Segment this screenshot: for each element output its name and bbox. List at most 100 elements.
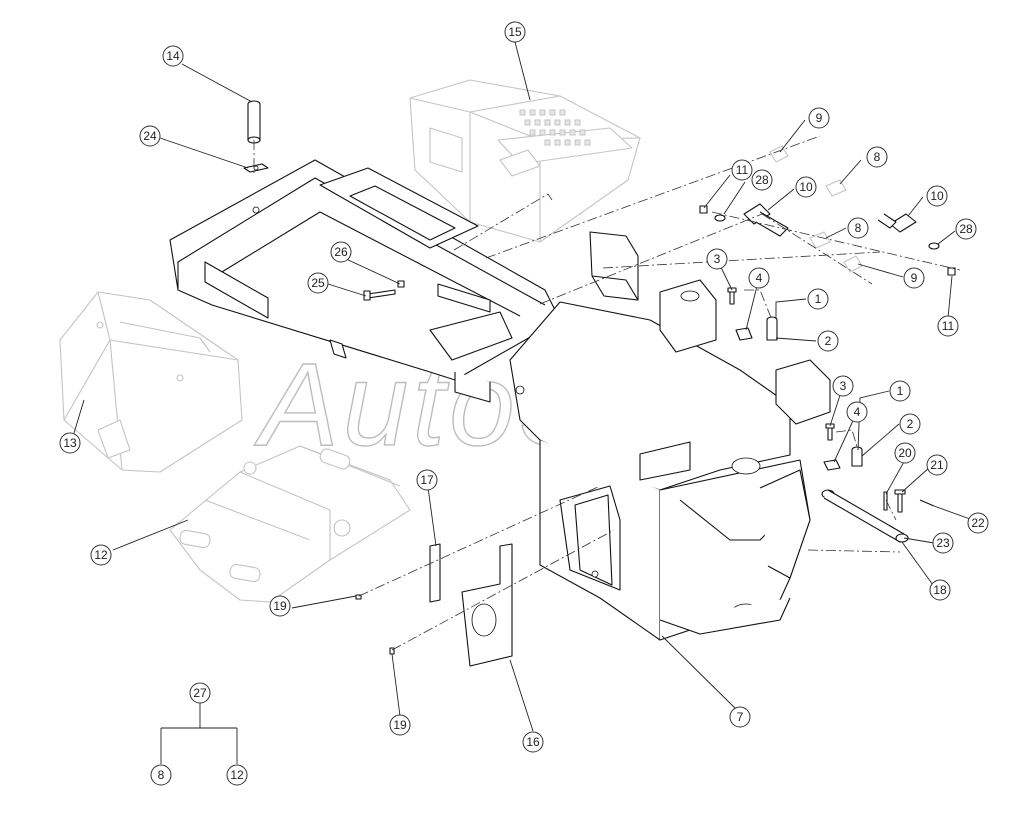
callout-11a: 11 bbox=[731, 159, 753, 181]
callout-7: 7 bbox=[729, 706, 751, 728]
callout-4a: 4 bbox=[748, 267, 770, 289]
washer-28b bbox=[928, 242, 940, 250]
svg-text:8: 8 bbox=[158, 768, 165, 782]
callout-14: 14 bbox=[162, 45, 184, 67]
callout-19a: 19 bbox=[269, 595, 291, 617]
nut-26 bbox=[397, 280, 405, 288]
svg-text:17: 17 bbox=[420, 473, 434, 487]
callout-23: 23 bbox=[932, 532, 954, 554]
svg-text:28: 28 bbox=[959, 222, 973, 236]
callout-8a: 8 bbox=[866, 146, 888, 168]
svg-text:24: 24 bbox=[143, 129, 157, 143]
svg-text:10: 10 bbox=[930, 189, 944, 203]
svg-text:26: 26 bbox=[334, 245, 348, 259]
svg-text:2: 2 bbox=[907, 417, 914, 431]
callouts: 1 1 2 2 3 3 4 4 7 8 8 8 9 9 10 10 11 11 … bbox=[59, 21, 989, 786]
bolt-25 bbox=[363, 289, 396, 301]
callout-2a: 2 bbox=[817, 330, 839, 352]
callout-21: 21 bbox=[926, 454, 948, 476]
cotter-22 bbox=[919, 499, 935, 507]
callout-24: 24 bbox=[139, 125, 161, 147]
svg-text:11: 11 bbox=[736, 163, 749, 177]
svg-text:12: 12 bbox=[230, 768, 244, 782]
svg-text:3: 3 bbox=[714, 252, 721, 266]
callout-26: 26 bbox=[330, 241, 352, 263]
assembly-lines bbox=[253, 135, 961, 651]
main-frame bbox=[169, 159, 831, 641]
callout-25: 25 bbox=[307, 272, 329, 294]
callout-16: 16 bbox=[522, 731, 544, 753]
bushing-1b bbox=[851, 446, 863, 467]
callout-19b: 19 bbox=[389, 714, 411, 736]
svg-text:1: 1 bbox=[815, 292, 822, 306]
bolt-19a bbox=[355, 594, 362, 600]
nut-11b bbox=[947, 267, 956, 276]
svg-text:15: 15 bbox=[508, 25, 522, 39]
cover-16 bbox=[461, 543, 513, 667]
bolt-3a bbox=[727, 287, 737, 305]
svg-text:12: 12 bbox=[94, 548, 108, 562]
callout-1a: 1 bbox=[807, 288, 829, 310]
callout-11b: 11 bbox=[937, 315, 959, 337]
callout-17: 17 bbox=[416, 469, 438, 491]
pin-10b bbox=[877, 213, 917, 233]
callout-12b: 12 bbox=[226, 764, 248, 786]
washer-28a bbox=[714, 214, 726, 222]
svg-text:27: 27 bbox=[193, 686, 207, 700]
leader-lines bbox=[73, 41, 971, 764]
callout-28b: 28 bbox=[955, 218, 977, 240]
shim-4b bbox=[823, 459, 841, 471]
callout-15: 15 bbox=[504, 21, 526, 43]
svg-text:13: 13 bbox=[63, 436, 77, 450]
svg-text:3: 3 bbox=[840, 379, 847, 393]
svg-text:9: 9 bbox=[816, 111, 823, 125]
bushing-8 bbox=[809, 179, 847, 249]
callout-9a: 9 bbox=[808, 107, 830, 129]
nut-11a bbox=[699, 205, 708, 214]
svg-text:19: 19 bbox=[273, 599, 287, 613]
callout-9b: 9 bbox=[903, 267, 925, 289]
pin-14 bbox=[247, 100, 261, 144]
svg-text:20: 20 bbox=[898, 446, 912, 460]
svg-text:16: 16 bbox=[526, 735, 540, 749]
callout-18: 18 bbox=[929, 579, 951, 601]
callout-10b: 10 bbox=[926, 185, 948, 207]
link-18 bbox=[821, 489, 909, 543]
engine-hood-ghost bbox=[409, 79, 641, 243]
svg-text:14: 14 bbox=[166, 49, 180, 63]
callout-20: 20 bbox=[894, 442, 916, 464]
svg-text:1: 1 bbox=[897, 384, 904, 398]
svg-text:19: 19 bbox=[393, 718, 407, 732]
svg-text:8: 8 bbox=[874, 150, 881, 164]
svg-text:22: 22 bbox=[971, 516, 985, 530]
callout-22: 22 bbox=[967, 512, 989, 534]
pin-20 bbox=[883, 491, 888, 511]
svg-text:4: 4 bbox=[756, 271, 763, 285]
bushing-1a bbox=[766, 316, 778, 341]
callout-12a: 12 bbox=[90, 544, 112, 566]
svg-text:23: 23 bbox=[936, 536, 950, 550]
callout-13: 13 bbox=[59, 432, 81, 454]
callout-27: 27 bbox=[189, 682, 211, 704]
callout-8b: 8 bbox=[847, 217, 869, 239]
svg-text:10: 10 bbox=[799, 180, 813, 194]
pin-10a bbox=[743, 203, 789, 237]
callout-10a: 10 bbox=[795, 176, 817, 198]
svg-text:2: 2 bbox=[825, 334, 832, 348]
plate-24 bbox=[243, 163, 269, 173]
svg-text:28: 28 bbox=[755, 173, 769, 187]
svg-text:18: 18 bbox=[933, 583, 947, 597]
callout-28a: 28 bbox=[751, 169, 773, 191]
svg-text:9: 9 bbox=[911, 271, 918, 285]
callout-1b: 1 bbox=[889, 380, 911, 402]
svg-text:7: 7 bbox=[737, 710, 744, 724]
callout-3a: 3 bbox=[706, 248, 728, 270]
svg-text:11: 11 bbox=[942, 319, 955, 333]
svg-text:25: 25 bbox=[311, 276, 325, 290]
rear-frame-ghost bbox=[169, 445, 411, 603]
counterweight-ghost bbox=[59, 291, 243, 473]
svg-text:21: 21 bbox=[930, 458, 944, 472]
spacer-9 bbox=[769, 145, 863, 273]
svg-text:4: 4 bbox=[854, 405, 861, 419]
